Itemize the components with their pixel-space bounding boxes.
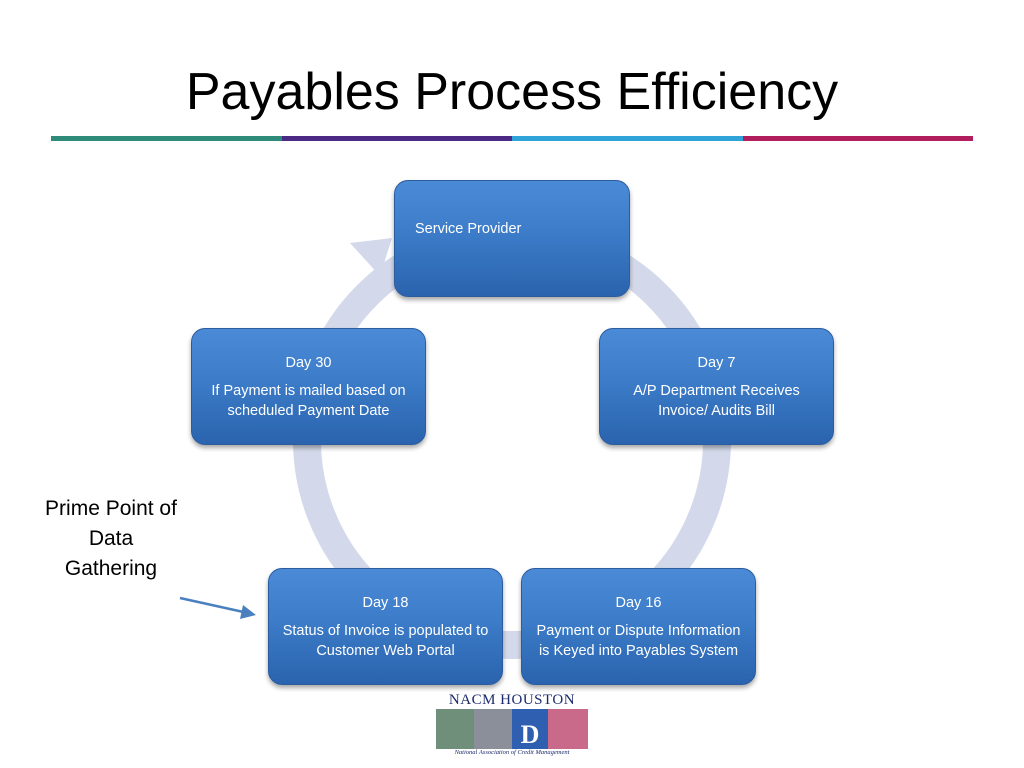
node-day-16-desc: Payment or Dispute Information is Keyed … [536, 623, 741, 659]
node-day-18-desc: Status of Invoice is populated to Custom… [282, 623, 489, 659]
svg-text:D: D [521, 720, 540, 749]
divider-segment-magenta [742, 136, 973, 141]
divider-segment-blue [512, 136, 743, 141]
node-day-30-day: Day 30 [285, 355, 332, 371]
logo-tagline: National Association of Credit Managemen… [454, 749, 570, 756]
node-day-30-desc: If Payment is mailed based on scheduled … [211, 383, 406, 419]
node-service-provider-label: Service Provider [415, 221, 522, 237]
nacm-houston-logo: NACM HOUSTON D National Association of C… [436, 692, 588, 760]
node-service-provider: Service Provider [394, 180, 630, 297]
node-day-16-day: Day 16 [615, 595, 662, 611]
logo-emblem-icon: D [436, 709, 588, 749]
node-day-7-day: Day 7 [697, 355, 736, 371]
prime-point-annotation: Prime Point of Data Gathering [45, 497, 177, 580]
pointer-arrow-shaft [179, 596, 249, 615]
pointer-arrowhead [240, 605, 256, 619]
node-day-7: Day 7 A/P Department Receives Invoice/ A… [599, 328, 834, 445]
divider-segment-green [51, 136, 282, 141]
cycle-arrowhead [350, 238, 392, 276]
node-day-16: Day 16 Payment or Dispute Information is… [521, 568, 756, 685]
divider-segment-purple [281, 136, 512, 141]
page-title: Payables Process Efficiency [185, 63, 839, 121]
title-divider [51, 136, 973, 141]
node-day-18: Day 18 Status of Invoice is populated to… [268, 568, 503, 685]
logo-name: NACM HOUSTON [448, 692, 576, 708]
node-day-30: Day 30 If Payment is mailed based on sch… [191, 328, 426, 445]
node-day-7-desc: A/P Department Receives Invoice/ Audits … [633, 383, 800, 419]
node-day-18-day: Day 18 [362, 595, 409, 611]
